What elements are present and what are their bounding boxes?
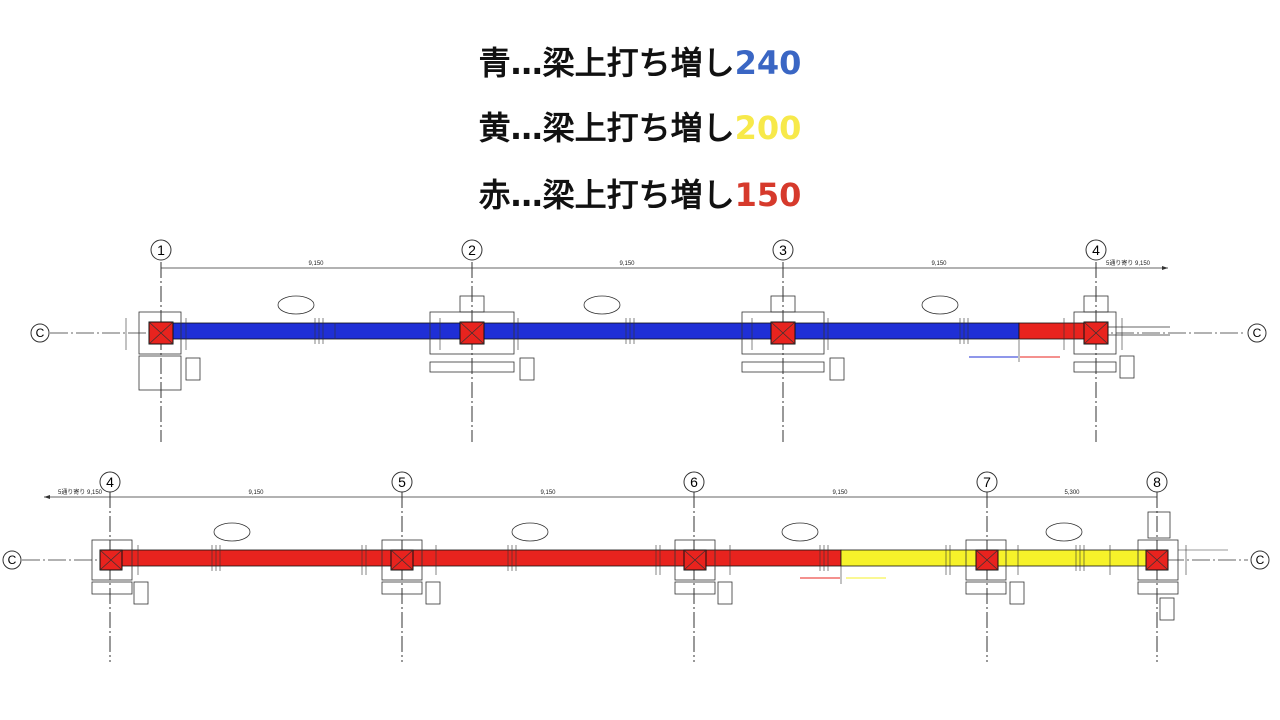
legend-red-text: 赤…梁上打ち増し xyxy=(478,176,735,214)
bottom-axis-bubble-4: 4 xyxy=(99,471,121,493)
bottom-footing-8 xyxy=(1137,539,1179,581)
top-row-label-right: C xyxy=(1253,326,1262,340)
legend-blue-value: 240 xyxy=(734,44,802,82)
legend-yellow-text: 黄…梁上打ち増し xyxy=(478,109,735,147)
bottom-axis-bubble-5: 5 xyxy=(391,471,413,493)
bottom-axis-bubble-6: 6 xyxy=(683,471,705,493)
bottom-row-label-left: C xyxy=(8,553,17,567)
top-span-2: 9,150 xyxy=(619,261,635,267)
bottom-plan: 4 5 6 7 8 5通り寄り 9,150 9,150 9,150 9,150 … xyxy=(2,471,1270,662)
legend-blue: 青…梁上打ち増し240 xyxy=(0,38,1280,84)
top-axis-bubble-1: 1 xyxy=(150,239,172,261)
bottom-footing-4 xyxy=(91,539,133,581)
bottom-span-3: 9,150 xyxy=(832,490,848,496)
legend-red: 赤…梁上打ち増し150 xyxy=(0,170,1280,216)
top-axis-label-3: 3 xyxy=(779,242,787,258)
top-axis-bubble-2: 2 xyxy=(461,239,483,261)
bottom-row-label-right: C xyxy=(1256,553,1265,567)
bottom-beam-yellow xyxy=(840,549,1158,567)
bottom-start-note: 5通り寄り 9,150 xyxy=(58,488,103,496)
bottom-axis-label-7: 7 xyxy=(983,474,991,490)
bottom-row-bubble-right: C xyxy=(1250,550,1270,570)
bottom-axis-bubble-7: 7 xyxy=(976,471,998,493)
bottom-footing-7 xyxy=(965,539,1007,581)
top-row-label-left: C xyxy=(36,326,45,340)
bottom-row-bubble-left: C xyxy=(2,550,22,570)
bottom-axis-label-8: 8 xyxy=(1153,474,1161,490)
top-axis-bubble-3: 3 xyxy=(772,239,794,261)
top-axis-bubble-4: 4 xyxy=(1085,239,1107,261)
top-beam-blue xyxy=(160,322,1020,340)
top-footing-1 xyxy=(138,311,182,355)
bottom-span-4: 5,300 xyxy=(1064,490,1080,496)
legend-yellow-value: 200 xyxy=(734,109,802,147)
legend-blue-text: 青…梁上打ち増し xyxy=(478,44,735,82)
top-end-note: 5通り寄り 9,150 xyxy=(1106,259,1151,267)
bottom-axis-bubble-8: 8 xyxy=(1146,471,1168,493)
top-plan: 1 2 3 4 9,150 9,150 9,150 5通り寄り 9,150 C … xyxy=(30,239,1267,442)
bottom-span-1: 9,150 xyxy=(248,490,264,496)
top-row-bubble-left: C xyxy=(30,323,50,343)
bottom-axis-label-6: 6 xyxy=(690,474,698,490)
top-axis-label-2: 2 xyxy=(468,242,476,258)
bottom-axis-label-4: 4 xyxy=(106,474,114,490)
bottom-footing-5 xyxy=(381,539,423,581)
bottom-footing-6 xyxy=(674,539,716,581)
top-span-3: 9,150 xyxy=(931,261,947,267)
top-axis-label-1: 1 xyxy=(157,242,165,258)
legend-yellow: 黄…梁上打ち増し200 xyxy=(0,103,1280,149)
top-row-bubble-right: C xyxy=(1247,323,1267,343)
legend-red-value: 150 xyxy=(734,176,802,214)
bottom-span-2: 9,150 xyxy=(540,490,556,496)
top-span-1: 9,150 xyxy=(308,261,324,267)
top-axis-label-4: 4 xyxy=(1092,242,1100,258)
bottom-beam-red xyxy=(109,549,842,567)
bottom-axis-label-5: 5 xyxy=(398,474,406,490)
